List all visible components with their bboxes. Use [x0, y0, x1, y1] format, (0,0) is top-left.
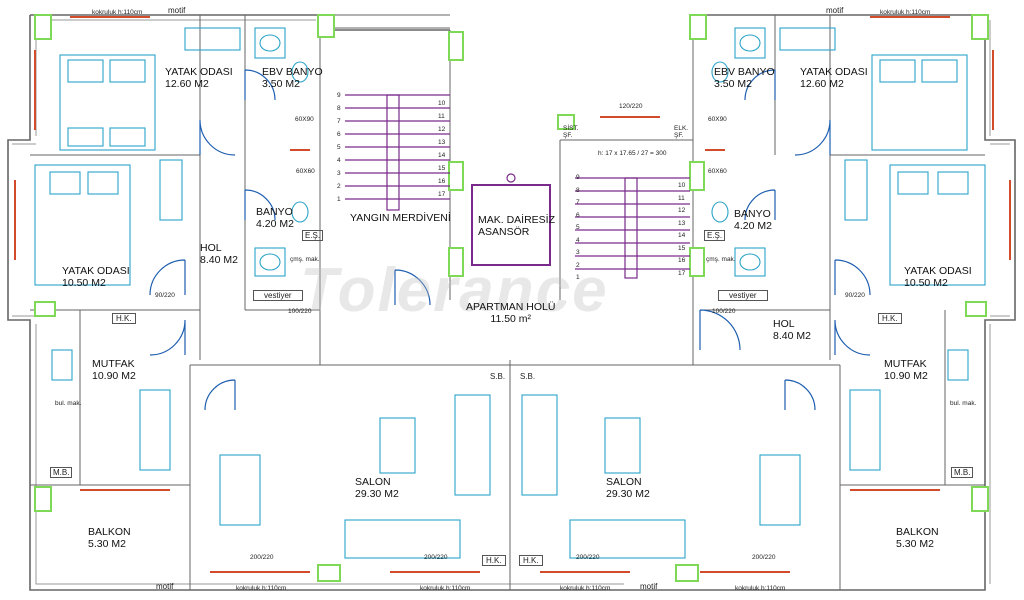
watermark: Tolerance — [300, 256, 609, 325]
stair-step-right-2: 10 — [678, 182, 686, 189]
stair-formula: h: 17 x 17.65 / 27 = 300 — [598, 150, 667, 157]
stair-step-right-2: 15 — [678, 244, 686, 252]
win-label-6090-right: 60X90 — [708, 116, 727, 123]
window-label-120: 120/220 — [619, 103, 643, 110]
sb-label-left: S.B. — [490, 372, 506, 381]
stair-step-left: 9 — [337, 92, 341, 99]
stair-step-right-2: 17 — [678, 269, 686, 277]
stair-step-right-2: 12 — [678, 207, 686, 214]
stair-step-right-2: 11 — [678, 194, 685, 202]
stair-step-left-2: 5 — [576, 224, 580, 231]
stair-step-right: 11 — [438, 113, 445, 120]
stair-step-right: 17 — [438, 191, 446, 198]
stair-step-left-2: 9 — [576, 174, 580, 181]
stair-step-left-2: 7 — [576, 199, 580, 206]
hk-label-3: H.K. — [482, 555, 506, 567]
mb-label-right: M.B. — [951, 467, 974, 479]
win-label-6090-left: 60X90 — [295, 116, 314, 123]
hk-label-2: H.K. — [878, 313, 902, 325]
stair-step-left-2: 1 — [576, 274, 580, 281]
mb-label-left: M.B. — [50, 467, 73, 479]
stair-step-left: 2 — [337, 183, 341, 190]
door-label-8: 200/220 — [752, 554, 776, 561]
door-label-1: 90/220 — [155, 292, 175, 299]
motif-label-3: motif — [156, 582, 174, 591]
hk-label-4: H.K. — [519, 555, 543, 567]
stair-step-left: 5 — [337, 144, 341, 151]
stair-step-left-2: 2 — [576, 261, 580, 269]
stair-step-left: 4 — [337, 157, 341, 164]
stair-step-left-2: 6 — [576, 211, 580, 219]
door-label-3: 100/220 — [288, 308, 312, 315]
vestiyer-label-left: vestiyer — [253, 290, 303, 302]
elk-label: ELK. ŞF. — [674, 125, 689, 140]
bm-label-right: bul. mak. — [950, 400, 977, 407]
stair-step-left-2: 3 — [576, 249, 580, 256]
cm-label-left: çmş. mak. — [290, 256, 320, 263]
kokruluk-label-4: kokruluk h:110cm — [420, 585, 471, 592]
motif-label-1: motif — [168, 6, 186, 15]
vestiyer-label-right: vestiyer — [718, 290, 768, 302]
stair-step-right: 12 — [438, 126, 446, 133]
es-label-left: E.Ş. — [302, 230, 324, 242]
stair-step-left: 3 — [337, 170, 341, 177]
room-yangin-merdiveni: YANGIN MERDİVENİ — [350, 212, 451, 224]
kokruluk-label-1: kokruluk h:110cm — [92, 9, 143, 16]
kokruluk-label-2: kokruluk h:110cm — [880, 9, 931, 16]
win-label-6060-left: 60X60 — [296, 168, 315, 175]
hk-label-1: H.K. — [112, 313, 136, 325]
stair-step-right: 10 — [438, 100, 446, 107]
kokruluk-label-6: kokruluk h:110cm — [735, 585, 786, 592]
room-asansor: MAK. DAİRESİZ ASANSÖR — [478, 214, 556, 239]
door-label-6: 200/220 — [424, 554, 448, 561]
door-label-5: 200/220 — [250, 554, 274, 561]
stair-step-right: 15 — [438, 165, 446, 172]
es-label-right: E.Ş. — [704, 230, 726, 242]
motif-label-2: motif — [826, 6, 844, 15]
stair-step-left: 8 — [337, 105, 341, 112]
stair-step-left: 6 — [337, 131, 341, 138]
sist-label: SİST. ŞF. — [563, 125, 579, 140]
stair-step-right-2: 13 — [678, 219, 686, 227]
motif-label-4: motif — [640, 582, 658, 591]
bm-label-left: bul. mak. — [55, 400, 82, 407]
cm-label-right: çmş. mak. — [706, 256, 736, 263]
kokruluk-label-3: kokruluk h:110cm — [236, 585, 287, 592]
door-label-2: 90/220 — [845, 292, 865, 299]
stair-step-right: 16 — [438, 178, 446, 185]
stair-step-left-2: 8 — [576, 186, 580, 194]
kokruluk-label-5: kokruluk h:110cm — [560, 585, 611, 592]
sb-label-right: S.B. — [520, 372, 536, 381]
stair-step-right: 13 — [438, 139, 446, 146]
stair-step-left: 7 — [337, 118, 341, 125]
door-label-4: 100/220 — [712, 308, 736, 315]
stair-step-right-2: 14 — [678, 232, 686, 239]
door-label-7: 200/220 — [576, 554, 600, 561]
stair-step-right: 14 — [438, 152, 446, 159]
stair-step-left: 1 — [337, 196, 341, 203]
win-label-6060-right: 60X60 — [708, 168, 727, 175]
stair-step-left-2: 4 — [576, 236, 580, 244]
stair-step-right-2: 16 — [678, 257, 686, 264]
